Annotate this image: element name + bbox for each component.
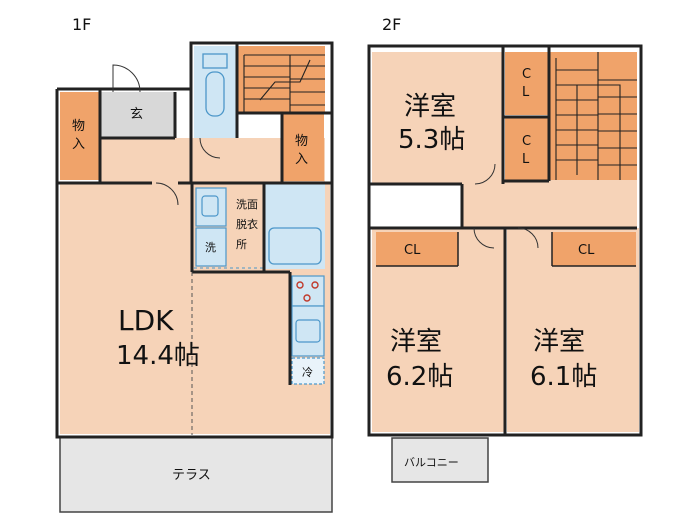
closet-upper-label-2: L — [522, 85, 530, 100]
washer-label: 洗 — [205, 241, 216, 254]
washer-space — [195, 227, 227, 267]
closet-upper-label-1: C — [522, 67, 531, 82]
second-floor — [367, 44, 643, 483]
fridge-space — [291, 357, 325, 385]
closet-6-1-label: CL — [578, 243, 595, 258]
closet-lower-label-2: L — [522, 152, 530, 167]
closet-2f-upper — [505, 52, 549, 115]
storage-left-label-2: 入 — [72, 137, 85, 152]
hallway-2f — [462, 180, 637, 228]
room-6-2-name: 洋室 — [390, 327, 442, 357]
room-5-3-name: 洋室 — [404, 92, 456, 122]
storage-right-label-1: 物 — [295, 134, 308, 149]
room-6-1-name: 洋室 — [533, 327, 585, 357]
stair-lines-1f — [243, 54, 325, 113]
floor-label-2f: 2F — [382, 15, 401, 34]
closet-borders — [376, 232, 636, 267]
fridge-label: 冷 — [302, 366, 313, 379]
kitchen-area — [195, 270, 290, 434]
walls-2f — [367, 44, 643, 437]
entrance — [100, 92, 176, 138]
storage-right-label-2: 入 — [295, 152, 308, 167]
ldk-size: 14.4帖 — [116, 341, 200, 371]
ldk-name: LDK — [118, 304, 174, 337]
stair-lines-2f — [555, 52, 637, 190]
washroom-label-3: 所 — [236, 238, 247, 251]
balcony — [391, 437, 489, 483]
terrace — [59, 436, 333, 513]
windows-2f — [395, 45, 625, 436]
room-6-2-size: 6.2帖 — [386, 362, 453, 392]
room-6-1-size: 6.1帖 — [530, 362, 597, 392]
closet-2f-lower — [505, 118, 549, 181]
terrace-label: テラス — [172, 468, 211, 483]
closet-6-2 — [376, 232, 458, 266]
room-5-3-size: 5.3帖 — [398, 125, 465, 155]
storage-right — [282, 113, 324, 181]
entrance-label: 玄 — [130, 107, 143, 122]
staircase-2f — [549, 52, 637, 180]
washbasin-bowl — [201, 195, 219, 217]
closet-6-2-label: CL — [404, 243, 421, 258]
room-5-3 — [372, 52, 502, 184]
doors-2f — [473, 163, 539, 249]
kitchen-sink — [295, 319, 321, 343]
washroom-label-2: 脱衣 — [236, 217, 258, 231]
storage-left-label-1: 物 — [72, 119, 85, 134]
washroom-label-1: 洗面 — [236, 198, 258, 211]
closet-lower-label-1: C — [522, 134, 531, 149]
balcony-label: バルコニー — [404, 456, 459, 469]
closet-6-1 — [552, 232, 636, 266]
storage-left — [60, 92, 100, 180]
doors-1f — [112, 64, 221, 206]
first-floor — [55, 41, 334, 513]
toilet-icon — [202, 53, 228, 117]
walls-1f — [55, 41, 334, 439]
floor-label-1f: 1F — [72, 15, 91, 34]
bathtub — [268, 227, 322, 265]
